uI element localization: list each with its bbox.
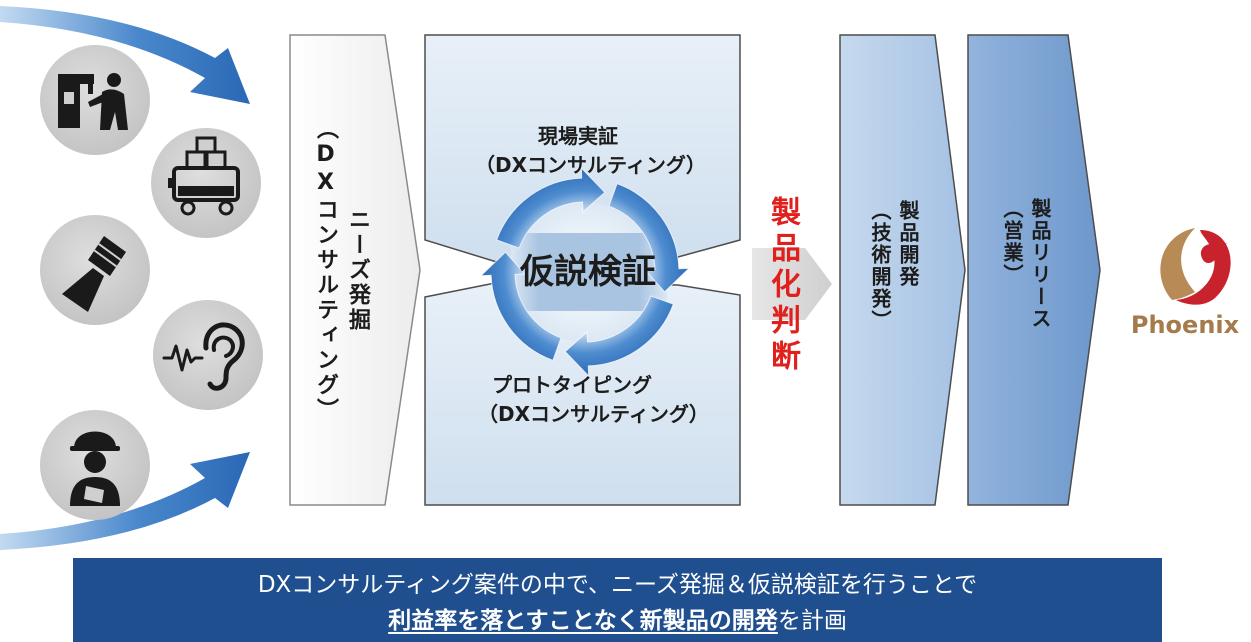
prototyping-title: プロトタイピング [492, 373, 652, 397]
banner-line-2-rest: を計画 [777, 608, 847, 634]
hypothesis-testing-label: 仮説検証 [520, 252, 656, 292]
banner-line-2: 利益率を落とすことなく新製品の開発を計画 [73, 606, 1162, 636]
banner-line-1: DXコンサルティング案件の中で、ニーズ発掘＆仮説検証を行うことで [257, 572, 978, 598]
construction-worker-icon [70, 431, 120, 506]
source-circle [153, 300, 263, 410]
summary-banner [73, 558, 1162, 642]
brand-name: Phoenix [1130, 311, 1240, 339]
product-release-label: 製品リリース （営業） [998, 198, 1054, 438]
cycle-arrow-segment [479, 251, 562, 361]
product-release-subtitle: （営業） [1000, 198, 1024, 286]
cycle-arrow-segment [564, 295, 674, 378]
factory-worker-icon [58, 73, 128, 130]
decision-label: 製品化判断 [764, 188, 800, 384]
hypothesis-label-box [511, 233, 667, 311]
needs-discovery-label: ニーズ発掘 （DXコンサルティング） [309, 35, 373, 505]
top-curved-arrow [0, 6, 250, 104]
product-development-panel [839, 34, 966, 506]
needs-discovery-panel [289, 34, 421, 506]
product-development-subtitle: （技術開発） [868, 200, 892, 332]
field-test-title: 現場実証 [538, 124, 618, 148]
ear-sound-icon [162, 322, 245, 391]
cycle-arrow-segment [608, 183, 691, 293]
bottom-curved-arrow [0, 452, 250, 550]
decision-arrow [752, 248, 832, 320]
product-development-label: 製品開発 （技術開発） [866, 200, 922, 440]
decision-label-text: 製品化判断 [765, 196, 800, 376]
phoenix-logo-icon [1160, 228, 1231, 305]
camera-light-icon [62, 236, 126, 312]
prototyping-subtitle: （DXコンサルティング） [478, 402, 709, 426]
cycle-arrows-icon [479, 166, 691, 378]
product-release-title: 製品リリース [1028, 198, 1052, 330]
needs-discovery-title: ニーズ発掘 [345, 207, 370, 333]
needs-discovery-subtitle: （DXコンサルティング） [313, 117, 338, 423]
product-release-panel [967, 34, 1101, 506]
cycle-arrow-segment [496, 166, 606, 249]
delivery-robot-icon [168, 136, 240, 216]
source-circle [151, 128, 261, 238]
banner-emphasis: 利益率を落とすことなく新製品の開発 [388, 608, 778, 634]
product-development-title: 製品開発 [896, 200, 920, 288]
field-test-subtitle: （DXコンサルティング） [475, 153, 706, 177]
